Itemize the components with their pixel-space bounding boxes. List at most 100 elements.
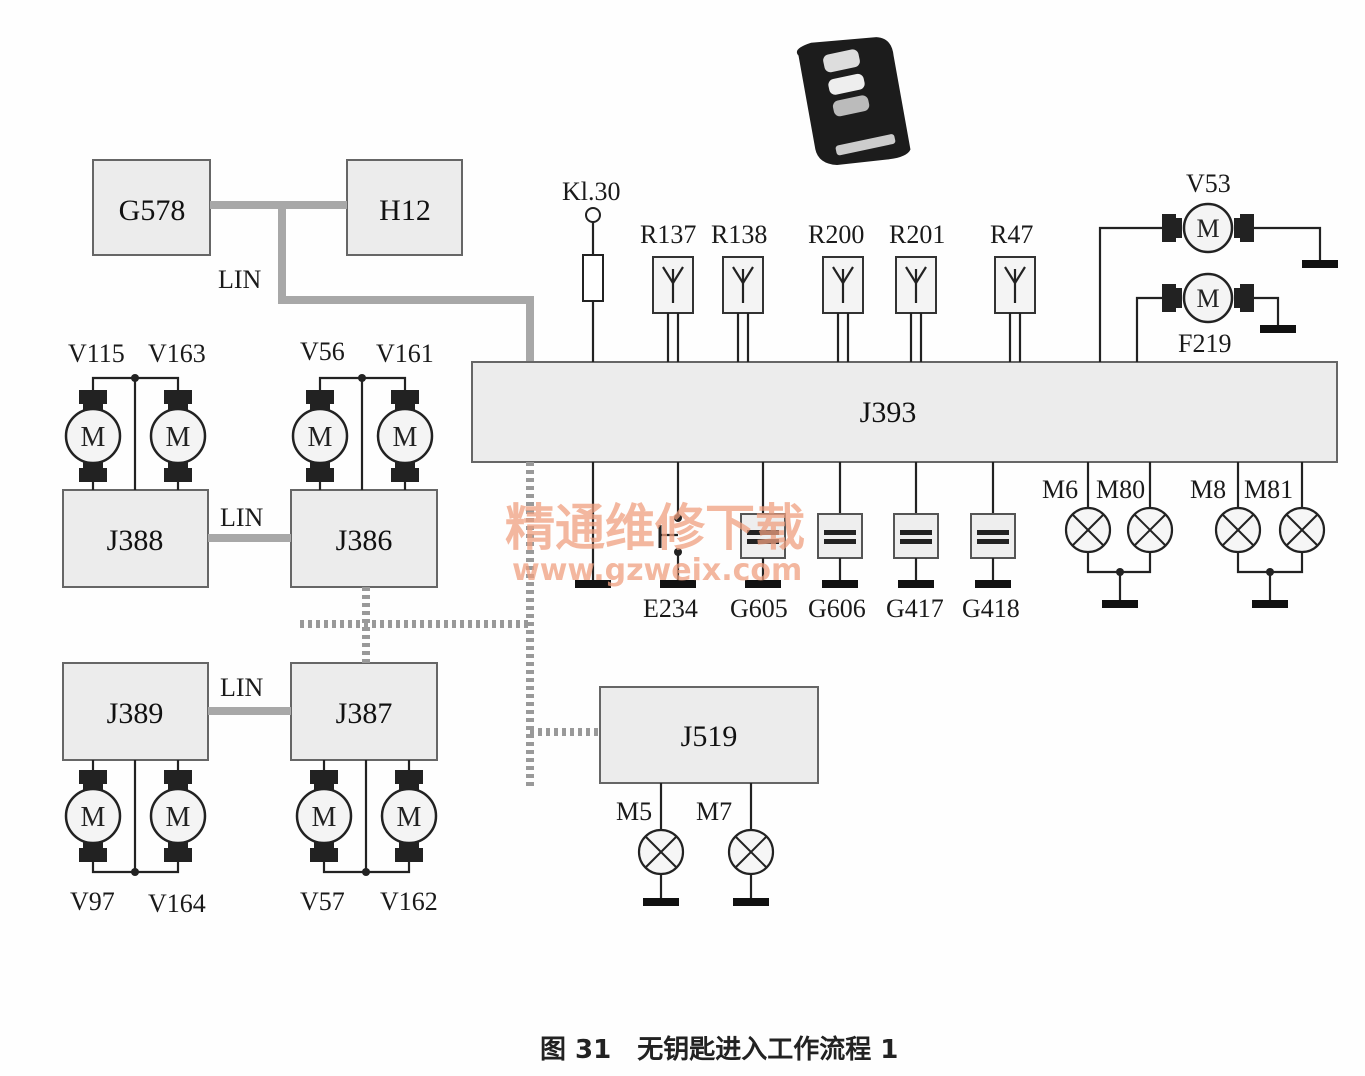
- ground-icon: [898, 580, 934, 588]
- sensor-g605: G605: [730, 462, 788, 623]
- motor-icon: [149, 388, 207, 484]
- motor-icon: [376, 388, 434, 484]
- sensor-icon: [970, 513, 1016, 559]
- module-j387-label: J387: [336, 697, 393, 730]
- svg-text:R200: R200: [808, 220, 864, 249]
- module-j519-label: J519: [681, 720, 738, 753]
- svg-text:V53: V53: [1186, 169, 1231, 198]
- svg-text:R201: R201: [889, 220, 945, 249]
- antenna-r201: R201: [889, 220, 945, 362]
- sensor-g418: G418: [962, 462, 1020, 623]
- sensor-g606: G606: [808, 462, 866, 623]
- lin-label-top: LIN: [218, 265, 262, 294]
- lin-label-rear: LIN: [220, 673, 264, 702]
- motor-pair-v115-v163: V115 V163: [64, 339, 207, 490]
- svg-text:R138: R138: [711, 220, 767, 249]
- lamp-icon: [1214, 506, 1262, 554]
- module-j519: [599, 686, 819, 784]
- sensor-icon: [817, 513, 863, 559]
- ground-icon: [1102, 600, 1138, 608]
- lamp-m7: M7: [696, 783, 775, 906]
- terminal-icon: [585, 207, 601, 223]
- motor-icon: [291, 388, 349, 484]
- svg-text:G418: G418: [962, 594, 1020, 623]
- lamp-icon: [1064, 506, 1112, 554]
- svg-text:V56: V56: [300, 337, 345, 366]
- module-j388: [62, 489, 209, 588]
- antenna-r137: R137: [640, 220, 696, 362]
- sensor-g417: G417: [886, 462, 944, 623]
- module-g578: [92, 159, 211, 256]
- motor-pair-v57-v162: V57 V162: [295, 760, 438, 916]
- watermark-text: 精通维修下载: [505, 499, 805, 557]
- motor-icon: [295, 768, 353, 864]
- lamp-m5: M5: [616, 783, 685, 906]
- lamp-icon: [1126, 506, 1174, 554]
- motor-icon: [64, 388, 122, 484]
- sensor-icon: [893, 513, 939, 559]
- module-j389-label: J389: [107, 697, 164, 730]
- svg-text:M5: M5: [616, 797, 652, 826]
- motor-v53: V53: [1098, 169, 1338, 362]
- antenna-r138: R138: [711, 220, 767, 362]
- antenna-icon: [651, 255, 695, 315]
- module-h12-label: H12: [379, 194, 431, 227]
- motor-f219: F219: [1135, 272, 1296, 362]
- svg-text:V115: V115: [68, 339, 125, 368]
- lamp-pair-m8-m81: M8 M81: [1190, 462, 1326, 608]
- figure-caption: 图 31 无钥匙进入工作流程 1: [540, 1035, 898, 1065]
- ground-icon: [1302, 260, 1338, 268]
- svg-text:F219: F219: [1178, 329, 1231, 358]
- module-g578-label: G578: [119, 194, 186, 227]
- motor-icon: [1160, 202, 1256, 254]
- svg-text:V164: V164: [148, 889, 206, 918]
- fuse-icon: [582, 254, 604, 302]
- svg-text:G605: G605: [730, 594, 788, 623]
- ground-icon: [822, 580, 858, 588]
- antenna-icon: [821, 255, 865, 315]
- motor-pair-v97-v164: V97 V164: [64, 760, 207, 918]
- svg-text:G606: G606: [808, 594, 866, 623]
- svg-text:M7: M7: [696, 797, 732, 826]
- svg-text:V163: V163: [148, 339, 206, 368]
- motor-icon: [64, 768, 122, 864]
- lin-bus-top: [210, 201, 534, 362]
- ground-icon: [1260, 325, 1296, 333]
- module-j388-label: J388: [107, 524, 164, 557]
- antenna-r200: R200: [808, 220, 864, 362]
- svg-text:E234: E234: [643, 594, 698, 623]
- motor-icon: [149, 768, 207, 864]
- antenna-icon: [993, 255, 1037, 315]
- module-j393-label: J393: [860, 396, 917, 429]
- module-j386: [290, 489, 438, 588]
- remote-key-icon: [796, 37, 911, 166]
- lamp-icon: [1278, 506, 1326, 554]
- ground-icon: [1252, 600, 1288, 608]
- switch-e234: E234: [643, 462, 698, 623]
- ground-icon: [733, 898, 769, 906]
- lin-label-front: LIN: [220, 503, 264, 532]
- ground-icon: [643, 898, 679, 906]
- svg-text:V162: V162: [380, 887, 438, 916]
- svg-text:M6: M6: [1042, 475, 1078, 504]
- svg-text:M80: M80: [1096, 475, 1145, 504]
- svg-text:V97: V97: [70, 887, 115, 916]
- motor-pair-v56-v161: V56 V161: [291, 337, 434, 490]
- svg-text:G417: G417: [886, 594, 944, 623]
- antenna-icon: [894, 255, 938, 315]
- module-j387: [290, 662, 438, 761]
- svg-text:M8: M8: [1190, 475, 1226, 504]
- lamp-icon: [727, 828, 775, 876]
- terminal-kl30-label: Kl.30: [562, 177, 621, 206]
- svg-text:M81: M81: [1244, 475, 1293, 504]
- module-j386-label: J386: [336, 524, 393, 557]
- ground-icon: [975, 580, 1011, 588]
- svg-text:R137: R137: [640, 220, 696, 249]
- motor-icon: [1160, 272, 1256, 324]
- module-j393: [471, 361, 1338, 463]
- antenna-icon: [721, 255, 765, 315]
- watermark-url: www.gzweix.com: [512, 553, 802, 588]
- lamp-icon: [637, 828, 685, 876]
